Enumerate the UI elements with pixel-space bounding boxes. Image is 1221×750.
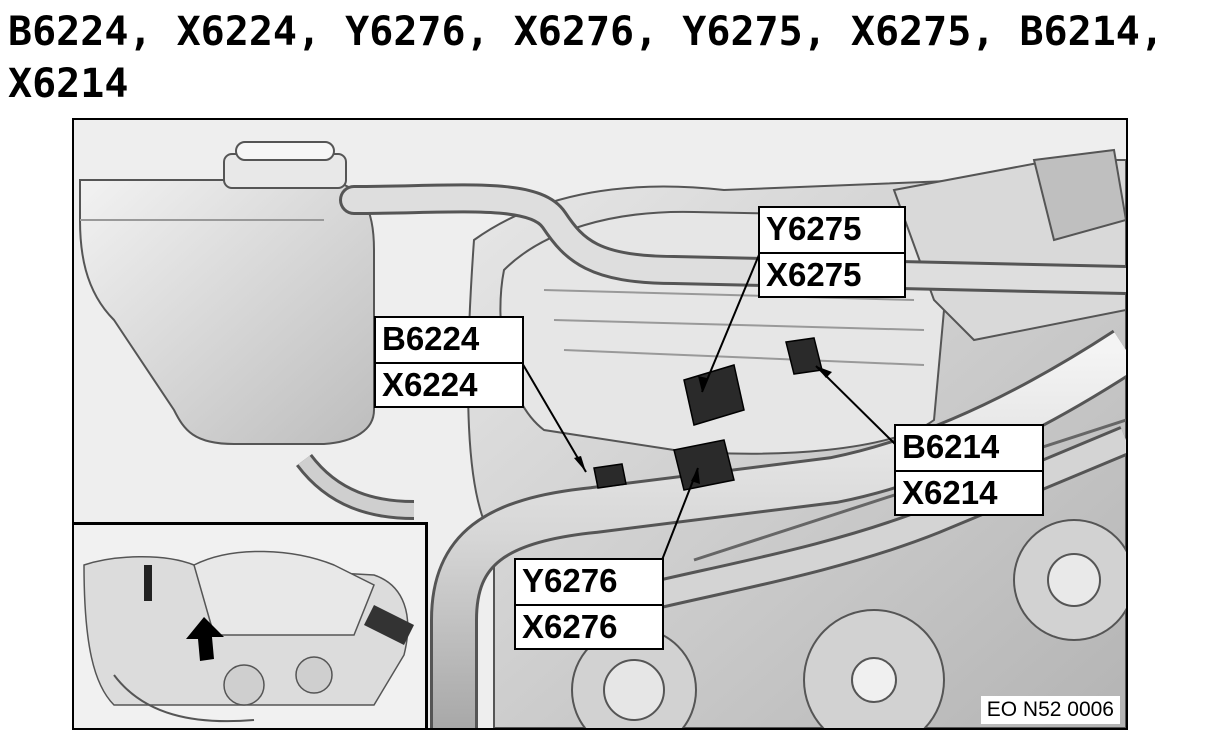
callout-b6224: B6224 X6224 [374,316,524,408]
figure-code: EO N52 0006 [980,696,1120,724]
arrow-up-icon [186,617,224,661]
callout-b6214: B6214 X6214 [894,424,1044,516]
callout-y6275: Y6275 X6275 [758,206,906,298]
callout-label: X6214 [896,470,1042,514]
callout-label: B6214 [902,428,1000,465]
callout-label: X6276 [516,604,662,648]
callout-label: Y6275 [766,210,862,247]
callout-label: X6275 [760,252,904,296]
callout-label: B6224 [382,320,480,357]
callout-label: X6224 [376,362,522,406]
overview-inset [74,522,428,728]
callout-label: Y6276 [522,562,618,599]
inset-drawing [74,525,425,728]
engine-illustration: B6224 X6224 Y6275 X6275 B6214 X6214 Y627… [72,118,1128,730]
page-title: B6224, X6224, Y6276, X6276, Y6275, X6275… [8,9,1164,107]
callout-y6276: Y6276 X6276 [514,558,664,650]
